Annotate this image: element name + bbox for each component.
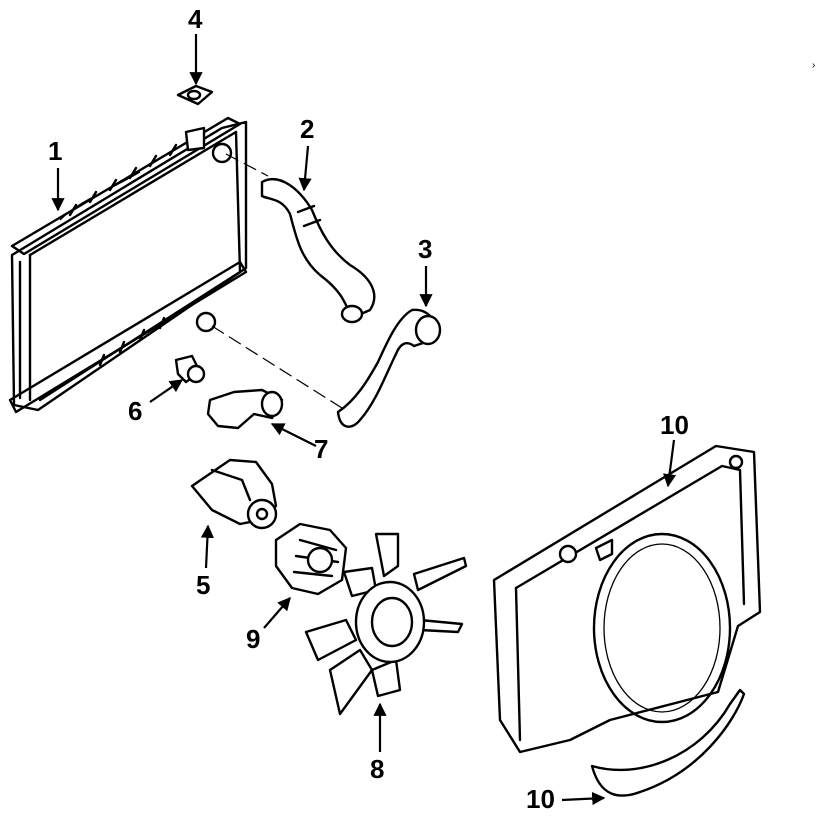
callout-10-strip: 10	[526, 784, 555, 814]
leader-6	[149, 379, 184, 403]
callout-1: 1	[48, 136, 62, 166]
water-outlet	[206, 388, 284, 430]
callout-7: 7	[314, 434, 328, 464]
water-pump	[274, 522, 348, 596]
callout-2: 2	[300, 114, 314, 144]
fan-shroud	[492, 444, 762, 754]
callout-10-shroud: 10	[660, 410, 689, 440]
leader-10b	[561, 791, 606, 806]
lower-radiator-hose	[336, 308, 442, 428]
callout-6: 6	[128, 396, 142, 426]
callout-5: 5	[196, 570, 210, 600]
shroud-lower-strip	[590, 688, 746, 797]
callout-4: 4	[188, 4, 203, 34]
callout-9: 9	[246, 624, 260, 654]
temperature-sensor	[174, 354, 206, 384]
radiator	[8, 116, 248, 414]
leader-7	[270, 423, 317, 447]
water-pump-housing	[190, 458, 278, 530]
leader-5	[200, 524, 215, 569]
callout-3: 3	[418, 234, 432, 264]
corner-mark: ›	[812, 60, 815, 71]
callout-8: 8	[370, 754, 384, 784]
upper-radiator-hose	[260, 177, 376, 324]
reference-line-upper	[225, 153, 269, 177]
leader-10a	[662, 439, 677, 488]
radiator-cap	[176, 84, 214, 106]
leader-9	[263, 597, 291, 629]
reference-line-lower	[211, 325, 343, 409]
leader-2	[298, 145, 312, 192]
cooling-fan	[304, 532, 468, 716]
